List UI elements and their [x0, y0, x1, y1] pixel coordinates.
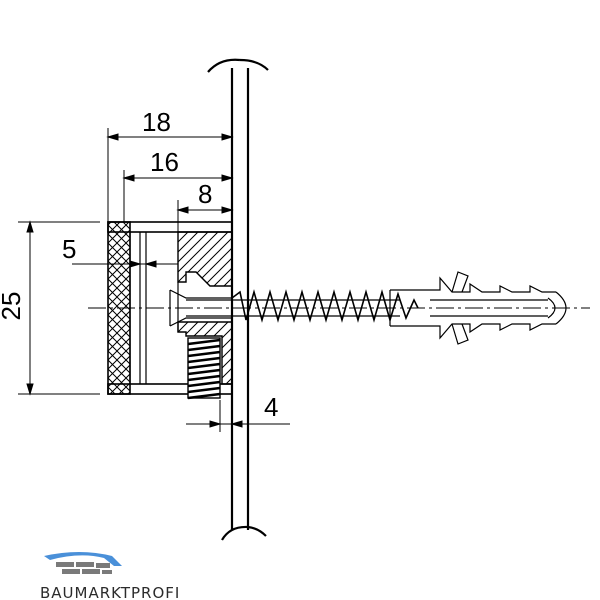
wood-screw — [186, 289, 419, 323]
dimension-16: 16 — [150, 147, 179, 177]
dimension-18: 18 — [142, 107, 171, 137]
wall-plate — [207, 58, 269, 541]
dimension-25: 25 — [0, 292, 26, 321]
cap-holder — [107, 221, 233, 395]
brand-logo: BAUMARKTPROFI — [40, 552, 180, 600]
dimension-8: 8 — [198, 179, 212, 209]
dimension-5: 5 — [62, 234, 76, 264]
logo-text: BAUMARKTPROFI — [40, 584, 180, 600]
wall-plug — [389, 271, 567, 345]
dimension-lines — [18, 128, 290, 432]
dimension-4: 4 — [264, 392, 278, 422]
logo-roof-icon — [44, 552, 122, 566]
logo-bricks-icon — [56, 562, 112, 574]
set-screw — [187, 337, 221, 400]
